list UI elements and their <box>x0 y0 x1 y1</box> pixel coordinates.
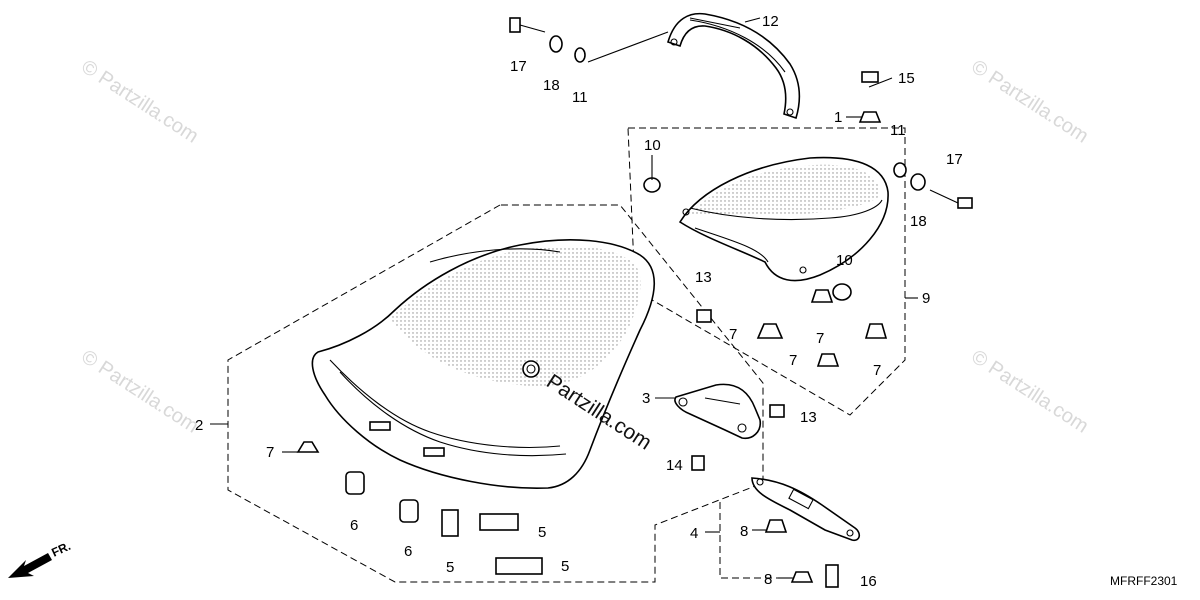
bolt-17-top <box>509 17 521 33</box>
callout-7-c: 7 <box>789 352 797 369</box>
callout-13-right: 13 <box>800 409 817 426</box>
bolt-13-right <box>769 404 785 418</box>
collar-11-top <box>574 47 586 63</box>
front-label: FR. <box>49 539 72 560</box>
cushion-7-e <box>296 441 320 453</box>
seat-assembly-outline <box>227 204 764 583</box>
collar-10-right <box>832 283 852 301</box>
callout-1: 1 <box>834 109 842 126</box>
grab-handle <box>667 12 801 120</box>
callout-10-right: 10 <box>836 252 853 269</box>
callout-3: 3 <box>642 390 650 407</box>
callout-5-a: 5 <box>446 559 454 576</box>
leader-lines <box>210 17 918 579</box>
watermark-mid-left: © Partzilla.com <box>77 346 202 438</box>
callouts: 17 18 11 12 15 1 11 17 18 10 10 9 13 13 … <box>195 13 963 590</box>
cushion-7-a <box>756 323 784 339</box>
collar-11-right <box>893 162 907 178</box>
callout-16: 16 <box>860 573 877 590</box>
seat-stay-plate <box>751 477 861 542</box>
clip-5-a <box>441 509 459 537</box>
callout-6-a: 6 <box>350 517 358 534</box>
bracket-group-outline <box>719 502 800 579</box>
collar-10-left <box>643 177 661 193</box>
seat-bracket <box>674 383 762 440</box>
clip-5-c <box>495 557 543 575</box>
callout-2: 2 <box>195 417 203 434</box>
cushion-7-d <box>864 323 888 339</box>
callout-7-b: 7 <box>816 330 824 347</box>
callout-13-upper: 13 <box>695 269 712 286</box>
callout-10-left: 10 <box>644 137 661 154</box>
watermark-mid-right: © Partzilla.com <box>967 346 1092 438</box>
callout-6-b: 6 <box>404 543 412 560</box>
callout-8-a: 8 <box>740 523 748 540</box>
watermark-top-right: © Partzilla.com <box>967 56 1092 148</box>
clip-5-b <box>479 513 519 531</box>
callout-11: 11 <box>572 89 588 106</box>
watermark-top-left: © Partzilla.com <box>77 56 202 148</box>
cushion-8-b <box>790 571 814 583</box>
callout-7-a: 7 <box>729 326 737 343</box>
cushion-8-a <box>764 519 788 533</box>
pillion-seat <box>678 156 889 282</box>
callout-14: 14 <box>666 457 683 474</box>
callout-18-right: 18 <box>910 213 927 230</box>
hardware <box>296 17 973 588</box>
callout-11-right: 11 <box>890 122 906 139</box>
rubber-6-b <box>399 499 419 523</box>
screw-15 <box>861 71 879 83</box>
rubber-6-a <box>345 471 365 495</box>
callout-18: 18 <box>543 77 560 94</box>
washer-18-right <box>910 173 926 191</box>
callout-5-b: 5 <box>538 524 546 541</box>
arrow-icon <box>8 553 52 578</box>
callout-17-right: 17 <box>946 151 963 168</box>
bolt-13-upper <box>696 309 712 323</box>
bolt-17-right <box>957 197 973 209</box>
callout-15: 15 <box>898 70 915 87</box>
callout-12: 12 <box>762 13 779 30</box>
bolt-16 <box>825 564 839 588</box>
callout-5-c: 5 <box>561 558 569 575</box>
bolt-14 <box>691 455 705 471</box>
callout-4: 4 <box>690 525 698 542</box>
front-direction-arrow: FR. <box>8 539 73 578</box>
washer-18-top <box>549 35 563 53</box>
callout-7-d: 7 <box>873 362 881 379</box>
cushion-7-c <box>816 353 840 367</box>
callout-9: 9 <box>922 290 930 307</box>
cushion-7-b <box>810 289 834 303</box>
callout-8-b: 8 <box>764 571 772 588</box>
main-seat <box>311 239 656 490</box>
diagram-code: MFRFF2301 <box>1110 574 1178 588</box>
callout-7-e: 7 <box>266 444 274 461</box>
callout-17: 17 <box>510 58 527 75</box>
nut-1 <box>858 111 882 123</box>
